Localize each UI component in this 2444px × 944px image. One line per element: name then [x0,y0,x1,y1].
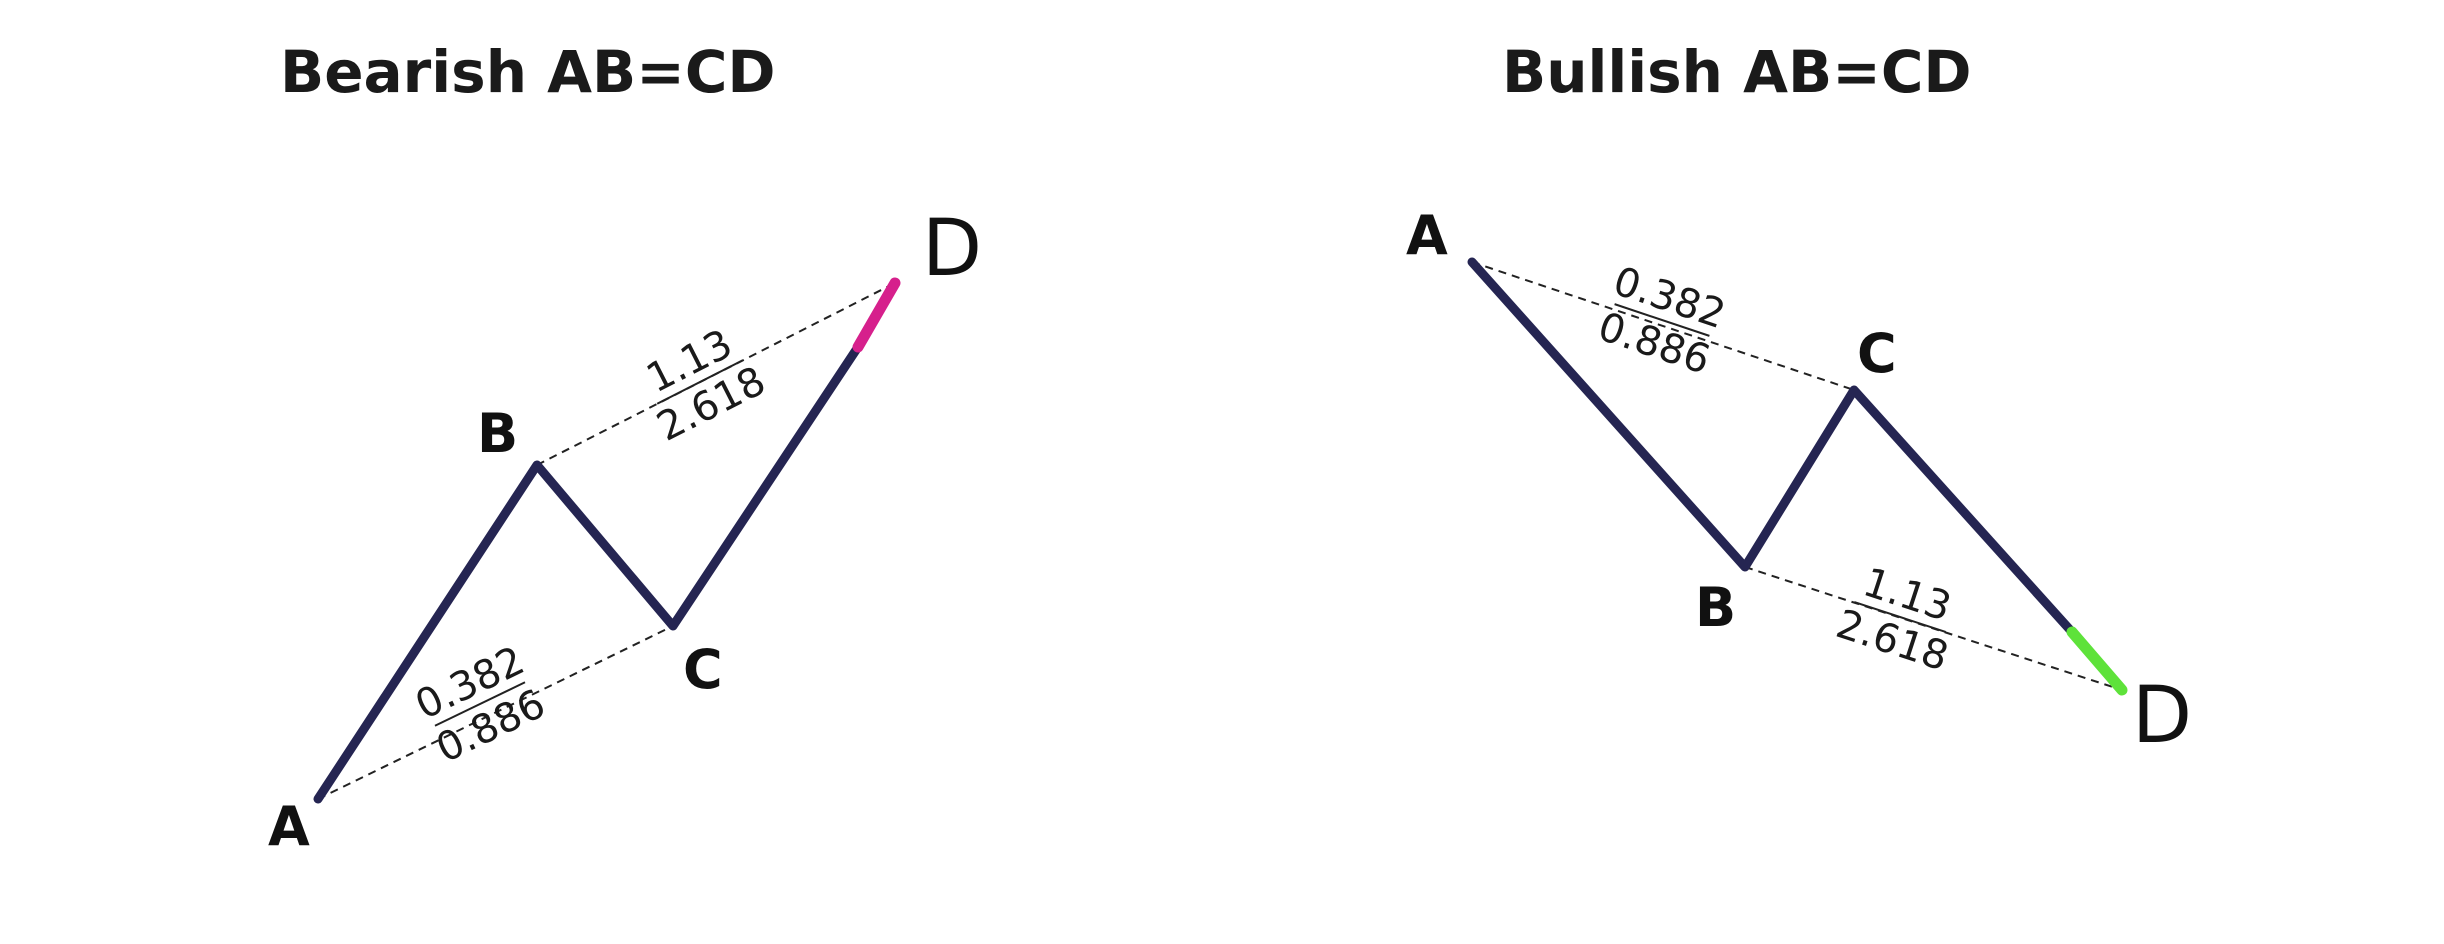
bullish-bc-ratio: 1.13 2.618 [1831,559,1957,680]
bullish-ac-dashed-line [1471,261,1855,391]
bullish-title: Bullish AB=CD [1502,38,1972,106]
bullish-ab-ratio-divider [1614,303,1710,337]
bullish-point-b-label: B [1695,576,1736,639]
bullish-zigzag-line [1467,257,2077,637]
bearish-title: Bearish AB=CD [280,38,776,106]
bearish-pattern: Bearish AB=CD A B C D 0.382 0.886 1.13 2… [268,38,982,858]
bearish-zigzag-line [313,342,863,804]
bearish-ab-ratio: 0.382 0.886 [408,638,552,772]
bullish-point-a-label: A [1406,204,1448,267]
bearish-point-b-label: B [477,402,518,465]
bullish-point-c-label: C [1857,322,1897,385]
bearish-completion-zone [852,277,901,353]
bearish-ab-ratio-divider [434,681,526,727]
bearish-point-c-label: C [683,638,723,701]
bearish-bc-ratio-divider [656,359,744,405]
bullish-completion-zone [2066,626,2128,696]
bearish-point-a-label: A [268,795,310,858]
bullish-pattern: Bullish AB=CD A B C D 0.382 0.886 1.13 2… [1406,38,2192,761]
bearish-point-d-label: D [922,204,982,294]
bullish-bc-ratio-divider [1854,601,1946,633]
bearish-bc-ratio: 1.13 2.618 [639,321,772,451]
bullish-point-d-label: D [2132,671,2192,761]
bullish-ab-ratio: 0.382 0.886 [1592,258,1730,383]
bearish-ac-dashed-line [317,625,674,800]
